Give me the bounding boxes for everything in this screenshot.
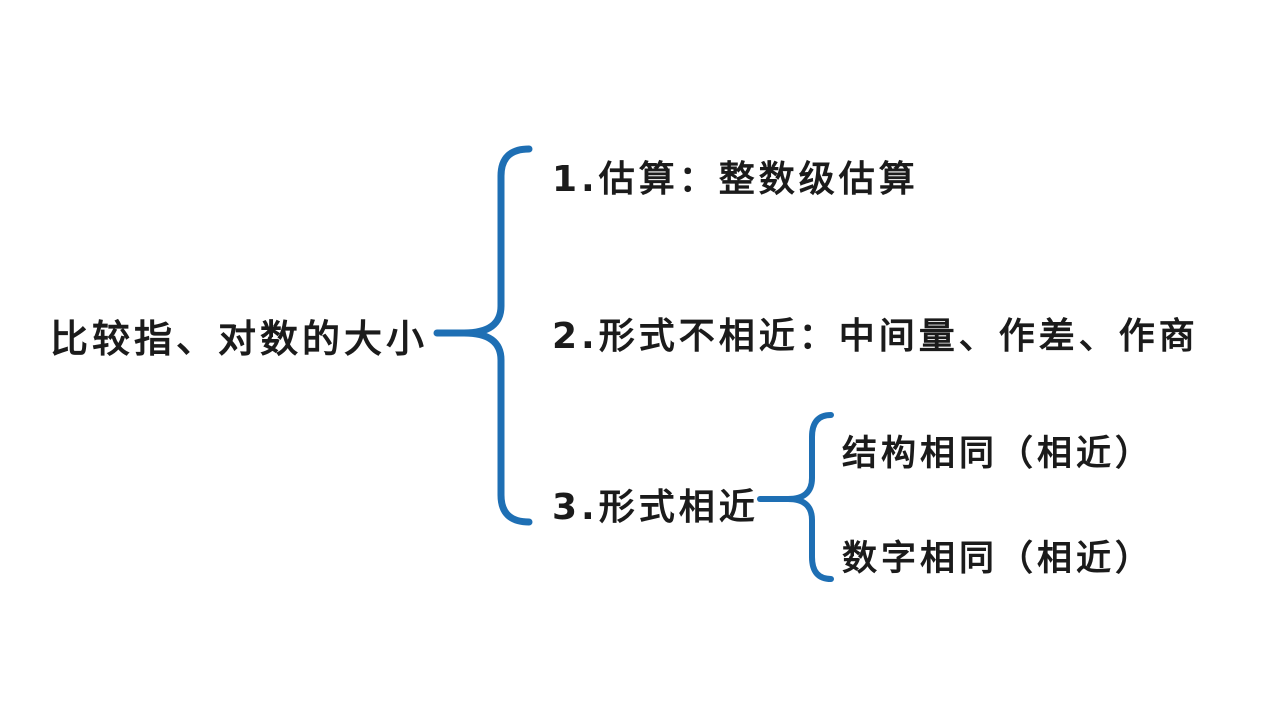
- main-brace: [460, 145, 533, 526]
- sub-brace: [785, 412, 834, 582]
- root-node: 比较指、对数的大小: [50, 317, 429, 361]
- branch-node-estimation: 1.估算：整数级估算: [552, 159, 919, 200]
- branch-node-forms-dissimilar: 2.形式不相近：中间量、作差、作商: [552, 316, 1199, 357]
- sub-node-same-numbers: 数字相同（相近）: [842, 539, 1155, 579]
- sub-node-same-structure: 结构相同（相近）: [842, 434, 1155, 474]
- branch-node-forms-similar: 3.形式相近: [552, 487, 759, 528]
